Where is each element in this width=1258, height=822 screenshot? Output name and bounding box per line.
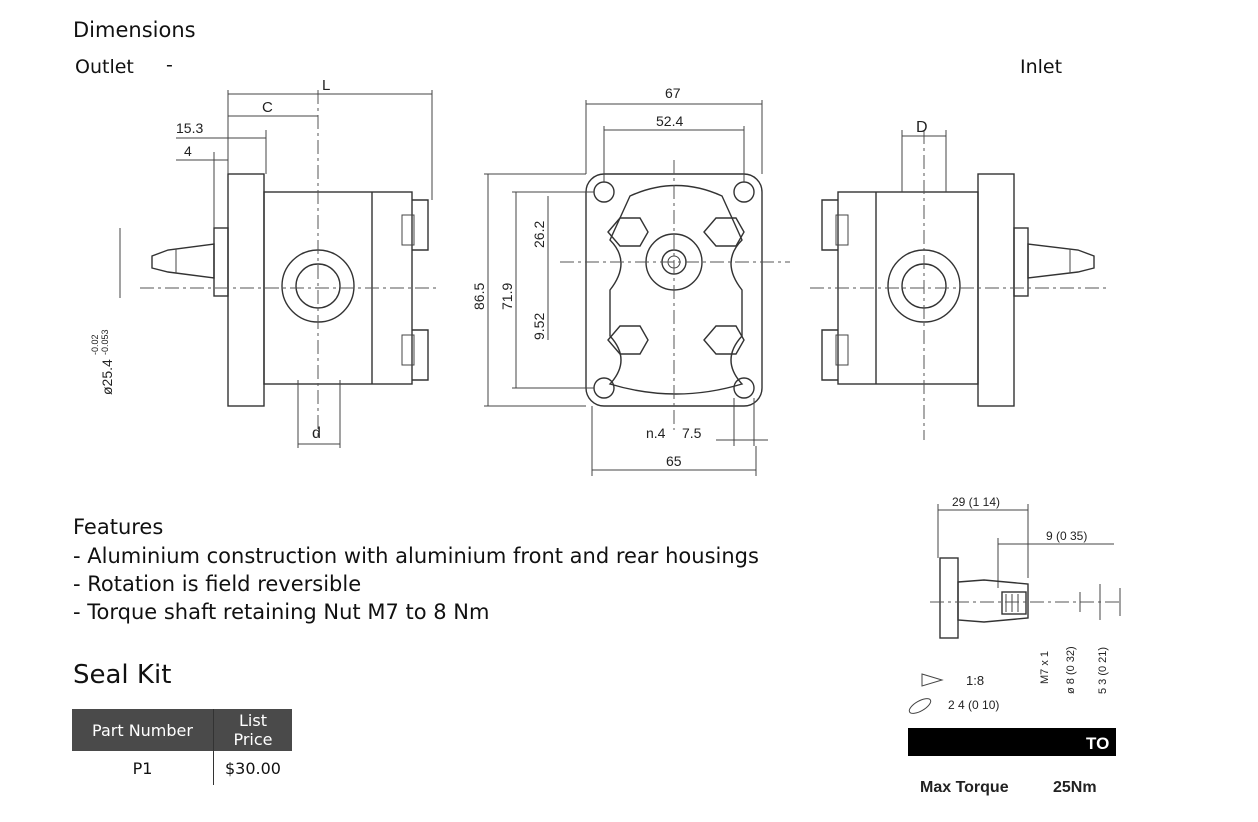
dim-d: d [312,425,321,442]
tol-upper: -0.02 [90,334,100,355]
outlet-label: Outlet [75,56,134,78]
shaft-code-badge: TO [1086,734,1109,753]
max-torque-label: Max Torque [920,779,1009,796]
dim-52-4: 52.4 [656,113,683,129]
dim-hole-diameter: 7.5 [682,425,702,441]
dim-9: 9 (0 35) [1046,529,1087,543]
dim-71-9: 71.9 [499,283,515,310]
dim-dia-8: ø 8 (0 32) [1065,646,1077,694]
col-part-number: Part Number [72,709,214,751]
side-view: L C 15.3 4 d ø25.4 -0.02 -0.053 [90,77,440,448]
dim-thread: M7 x 1 [1039,651,1051,684]
dim-5-3: 5 3 (0 21) [1097,647,1109,694]
dim-4: 4 [184,143,192,159]
seal-kit-title: Seal Kit [73,660,172,690]
taper-icon [921,673,944,687]
dim-C: C [262,99,273,116]
cell-list-price: $30.00 [225,758,281,778]
col-list-price: List Price [213,709,292,751]
dim-65: 65 [666,453,682,469]
dim-15-3: 15.3 [176,120,203,136]
pump-dimension-drawing: L C 15.3 4 d ø25.4 -0.02 -0.053 [90,77,1110,476]
front-view: 67 52.4 86.5 71.9 26.2 9.52 n.4 7.5 65 [471,85,790,476]
rear-view: D [810,119,1110,440]
taper-ratio: 1:8 [966,673,984,688]
dim-D: D [916,119,928,136]
max-torque-value: 25Nm [1053,779,1097,796]
cell-part-number: P1 [72,751,214,785]
feature-item: - Aluminium construction with aluminium … [73,544,759,568]
key-size: 2 4 (0 10) [948,698,999,712]
dim-holes-count: n.4 [646,425,666,441]
dimensions-title: Dimensions [73,18,196,42]
feature-item: - Rotation is field reversible [73,572,362,596]
features-list: - Aluminium construction with aluminium … [73,542,759,626]
dim-9-52: 9.52 [531,313,547,340]
outlet-dash: - [166,54,173,76]
table-row: P1 $30.00 [72,751,292,785]
seal-kit-table: Part Number List Price P1 $30.00 [72,709,292,785]
tol-lower: -0.053 [100,329,110,355]
table-header-row: Part Number List Price [72,709,292,751]
shaft-detail-drawing: 29 (1 14) 9 (0 35) M7 x 1 ø 8 (0 32) 5 3… [908,495,1122,796]
dim-29: 29 (1 14) [952,495,1000,509]
feature-item: - Torque shaft retaining Nut M7 to 8 Nm [73,600,490,624]
dim-26-2: 26.2 [531,221,547,248]
shaft-code-bar [908,728,1116,756]
inlet-label: Inlet [1020,56,1063,78]
dim-L: L [322,77,330,94]
dim-67: 67 [665,85,681,101]
dim-shaft-diameter: ø25.4 [99,359,115,395]
dim-86-5: 86.5 [471,283,487,310]
key-icon [908,698,932,714]
features-title: Features [73,515,164,539]
